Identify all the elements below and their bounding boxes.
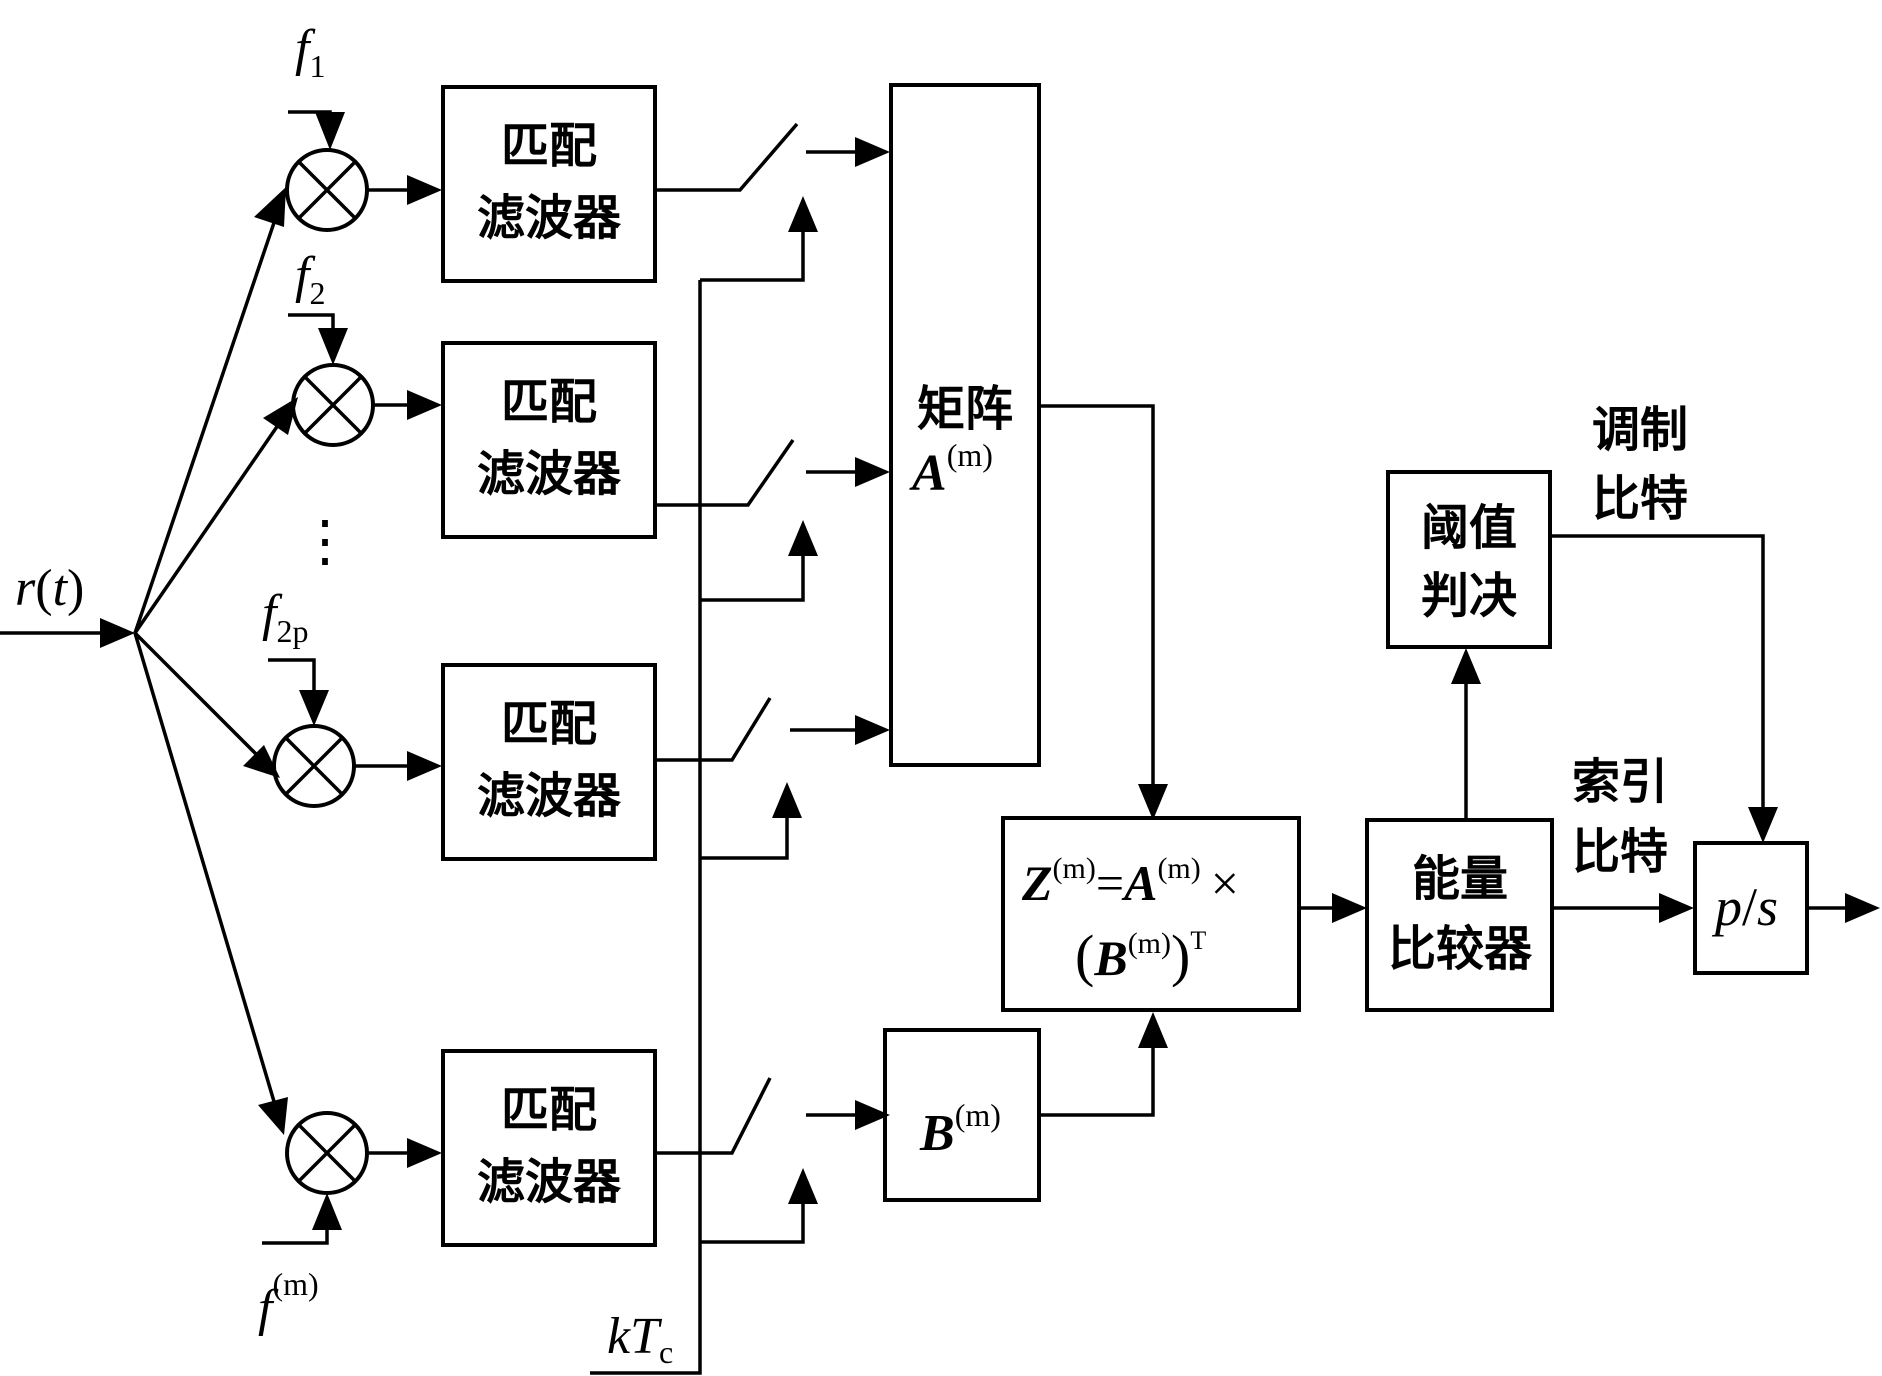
energy-to-ps-arrow (1552, 893, 1694, 923)
svg-text:f1: f1 (295, 20, 325, 84)
svg-text:能量: 能量 (1412, 851, 1508, 907)
carrier-f2p: f2p (262, 585, 329, 726)
threshold-to-ps-line (1550, 534, 1778, 843)
product-block: Z(m)=A(m)× (B(m))T (1001, 816, 1301, 1012)
multiplier-m (285, 1111, 369, 1195)
sampling-clock-bus (590, 280, 702, 1375)
svg-text:匹配: 匹配 (501, 118, 597, 174)
svg-text:索引: 索引 (1572, 754, 1668, 810)
sampling-switch-1 (655, 122, 890, 282)
mult-to-filter-arrows (354, 175, 442, 1168)
svg-text:f2p: f2p (262, 585, 308, 649)
svg-text:比特: 比特 (1592, 471, 1688, 527)
svg-text:匹配: 匹配 (501, 1082, 597, 1138)
svg-text:滤波器: 滤波器 (477, 768, 622, 824)
matched-filter-2: 匹配 滤波器 (441, 341, 657, 539)
svg-text:比特: 比特 (1572, 824, 1668, 880)
carrier-f2: f2 (288, 247, 348, 365)
multiplier-2 (291, 363, 375, 447)
svg-text:p/s: p/s (1711, 877, 1778, 937)
ellipsis: ⋮ (297, 511, 353, 573)
matrix-b-block: B(m) (883, 1028, 1041, 1202)
threshold-decision-block: 阈值 判决 (1386, 470, 1552, 649)
energy-comparator-block: 能量 比较器 (1365, 818, 1554, 1012)
svg-text:r(t): r(t) (15, 560, 84, 617)
svg-text:滤波器: 滤波器 (477, 190, 622, 246)
b-to-product-line (1039, 1012, 1168, 1117)
svg-text:阈值: 阈值 (1421, 500, 1517, 556)
svg-text:f(m): f(m) (258, 1266, 319, 1337)
modulation-bits-label: 调制 比特 (1592, 402, 1688, 527)
carrier-f1: f1 (288, 20, 345, 150)
matched-filter-m: 匹配 滤波器 (441, 1049, 657, 1247)
input-signal-symbol: r (15, 560, 36, 617)
ps-converter-block: p/s (1693, 841, 1809, 975)
svg-text:A(m): A(m) (909, 437, 993, 502)
matrix-a-block: 矩阵 A(m) (889, 83, 1041, 767)
svg-text:Z(m)=A(m)×: Z(m)=A(m)× (1021, 852, 1239, 911)
input-signal-arg: t (53, 560, 69, 617)
multiplier-2p (272, 724, 356, 808)
svg-text:判决: 判决 (1421, 568, 1517, 624)
svg-text:滤波器: 滤波器 (477, 1154, 622, 1210)
a-to-product-line (1039, 404, 1168, 820)
sampling-switch-m (655, 1077, 890, 1244)
matched-filter-1: 匹配 滤波器 (441, 85, 657, 283)
matched-filter-2p: 匹配 滤波器 (441, 663, 657, 861)
svg-text:匹配: 匹配 (501, 696, 597, 752)
carrier-fm: f(m) (258, 1193, 342, 1337)
energy-to-threshold-arrow (1451, 648, 1481, 820)
svg-text:矩阵: 矩阵 (917, 381, 1013, 437)
output-arrow (1807, 893, 1880, 923)
input-signal: r(t) (0, 560, 135, 648)
product-to-energy-arrow (1299, 893, 1367, 923)
index-bits-label: 索引 比特 (1572, 754, 1668, 880)
sampling-switch-2 (655, 439, 890, 602)
fanout-lines (133, 187, 298, 1135)
svg-text:匹配: 匹配 (501, 374, 597, 430)
sampling-clock-label: kTc (607, 1308, 673, 1370)
svg-text:调制: 调制 (1592, 402, 1688, 458)
svg-text:滤波器: 滤波器 (477, 446, 622, 502)
svg-text:f2: f2 (295, 247, 325, 311)
sampling-switch-2p (655, 697, 890, 860)
svg-text:(B(m))T: (B(m))T (1075, 923, 1206, 988)
multiplier-1 (285, 148, 369, 232)
svg-text:B(m): B(m) (919, 1097, 1001, 1162)
svg-text:比较器: 比较器 (1388, 921, 1533, 977)
